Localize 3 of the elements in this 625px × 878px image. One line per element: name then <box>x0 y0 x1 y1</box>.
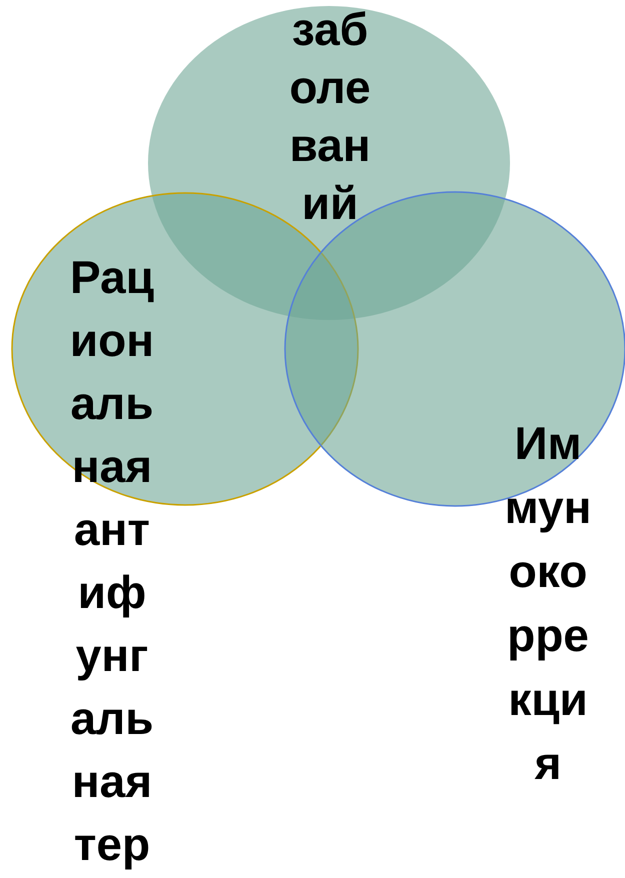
circle-label: Иммунокоррекция <box>504 416 592 791</box>
circle-label: Рациональная антифунгальная тер <box>68 250 156 872</box>
circle-label: заболеваний <box>288 2 372 231</box>
